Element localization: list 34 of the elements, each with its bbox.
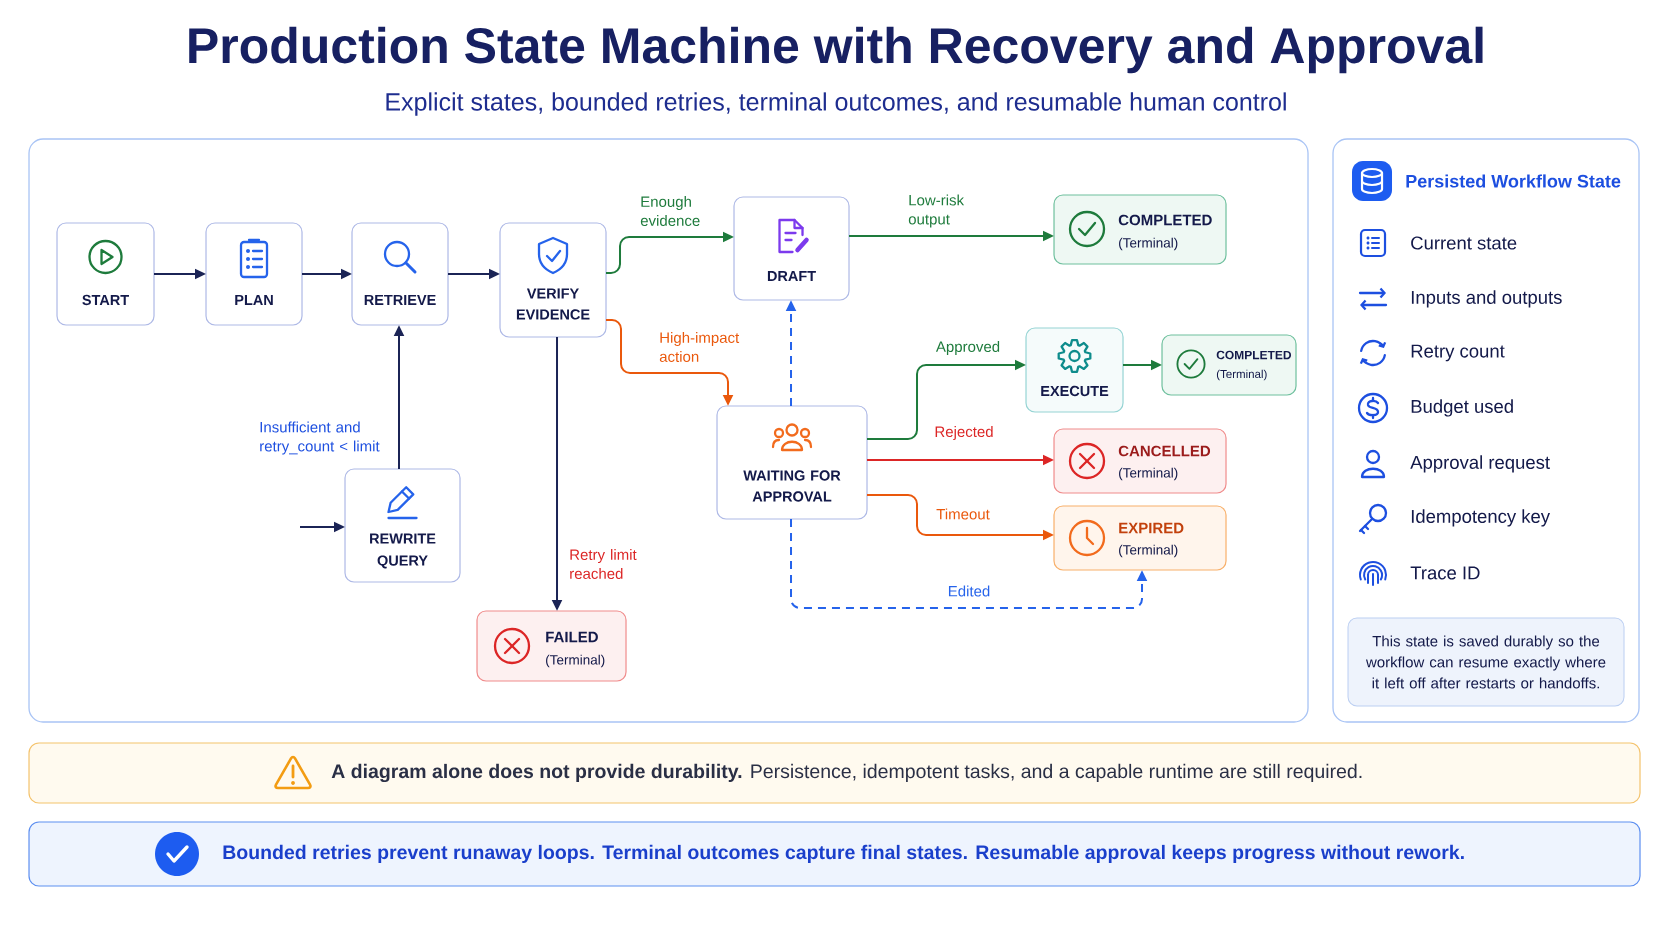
- state-box: PLAN: [205, 222, 303, 326]
- state-box: VERIFY EVIDENCE: [499, 222, 607, 338]
- edge-label: Approved: [933, 339, 1003, 357]
- edge-label: Timeout: [934, 506, 992, 522]
- edge-label: Rejected: [932, 424, 996, 442]
- warning-banner: A diagram alone does not provide durability. Persistence, idempotent tasks, and a capable runtime are still required.: [28, 742, 1641, 804]
- state-box: START: [56, 222, 155, 326]
- edge-label: Low-risk output: [906, 192, 971, 230]
- note-box: This state is saved durably so the workflow can resume exactly where it left off after restarts or handoffs.: [1347, 617, 1625, 707]
- terminal-state-box: EXPIRED (Terminal): [1053, 505, 1227, 571]
- state-box: EXECUTE: [1025, 327, 1124, 413]
- summary-banner: Bounded retries prevent runaway loops. Terminal outcomes capture final states. Resumable approval keeps progress without rework.: [28, 821, 1641, 887]
- list-item: Trace ID: [1410, 566, 1480, 580]
- list-item: Current state: [1411, 236, 1517, 250]
- terminal-state-box: COMPLETED (Terminal): [1053, 194, 1227, 265]
- list-item: Budget used: [1411, 399, 1513, 417]
- state-box: WAITING FOR APPROVAL: [716, 405, 868, 520]
- list-item: Idempotency key: [1411, 509, 1550, 527]
- edge-label: Edited: [945, 583, 993, 599]
- terminal-state-box: CANCELLED (Terminal): [1053, 428, 1227, 494]
- state-box: REWRITE QUERY: [344, 468, 461, 583]
- state-box: DRAFT: [733, 196, 850, 301]
- terminal-state-box: FAILED (Terminal): [476, 610, 627, 682]
- list-item: Inputs and outputs: [1411, 290, 1562, 308]
- edge-label: Insufficient and retry_count < limit: [257, 419, 388, 457]
- list-item: Retry count: [1411, 344, 1505, 362]
- edge-label: Retry limit reached: [567, 547, 644, 581]
- terminal-state-box: COMPLETED (Terminal): [1161, 334, 1297, 396]
- edge-label: High-impact action: [657, 330, 746, 364]
- state-box: RETRIEVE: [351, 222, 449, 326]
- list-item: Approval request: [1410, 455, 1550, 473]
- subtitle: Explicit states, bounded retries, terminal outcomes, and resumable human control: [386, 92, 1286, 116]
- title: Production State Machine with Recovery and Approval: [189, 26, 1483, 74]
- edge-label: Enough evidence: [638, 194, 709, 228]
